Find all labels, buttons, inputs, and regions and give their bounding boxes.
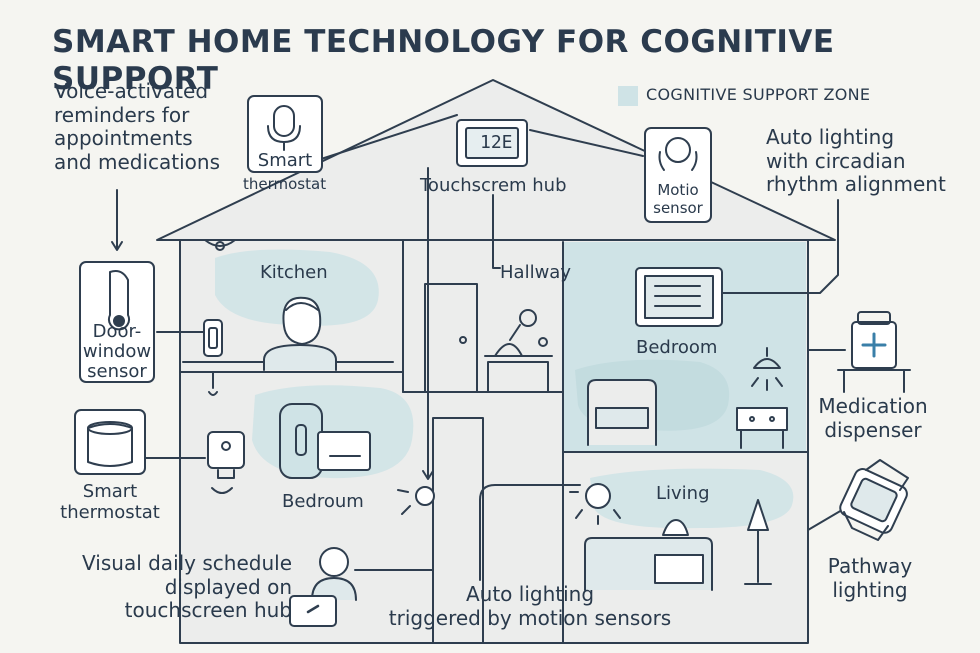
kitchen-person [263, 344, 337, 371]
hub-display-text: 12E [480, 132, 513, 153]
callout-visual-schedule: Visual daily schedule displayed on touch… [82, 551, 292, 623]
callout-medication: Medication dispenser [818, 394, 928, 442]
touchscreen-hub-label: Touchscrem hub [420, 175, 567, 196]
callout-auto-lighting-motion: Auto lighting triggered by motion sensor… [388, 582, 672, 630]
legend-swatch [618, 86, 638, 106]
motion-sensor-box [644, 127, 712, 223]
motion-sensor-label: Motio sensor [653, 181, 703, 217]
room-hallway-label: Hallway [500, 262, 571, 283]
room-bedroom-right-label: Bedroom [636, 337, 718, 358]
hallway-door [424, 283, 478, 393]
zone-kitchen [215, 249, 379, 326]
page-title: SMART HOME TECHNOLOGY FOR COGNITIVE SUPP… [52, 24, 835, 97]
smart-thermostat-top-box [247, 95, 323, 173]
smart-thermostat-top-label-1: Smart [257, 150, 313, 171]
living-sun [585, 483, 611, 509]
smart-thermostat-top-label-2: thermostat [243, 175, 327, 193]
smart-thermostat-left-label: Smart thermostat [60, 481, 160, 523]
callout-voice: Voice-activated reminders for appointmen… [54, 79, 221, 174]
legend-label: COGNITIVE SUPPORT ZONE [646, 85, 871, 104]
room-kitchen-label: Kitchen [260, 262, 328, 283]
smart-thermostat-left-box [74, 409, 146, 475]
callout-auto-lighting-circadian: Auto lighting with circadian rhythm alig… [766, 125, 946, 197]
callout-pathway: Pathway lighting [827, 554, 913, 602]
room-living-label: Living [656, 483, 710, 504]
zone-living [590, 468, 794, 529]
room-bedroom-left-label: Bedroum [282, 491, 364, 512]
door-window-sensor-label: Door- window sensor [82, 321, 152, 382]
